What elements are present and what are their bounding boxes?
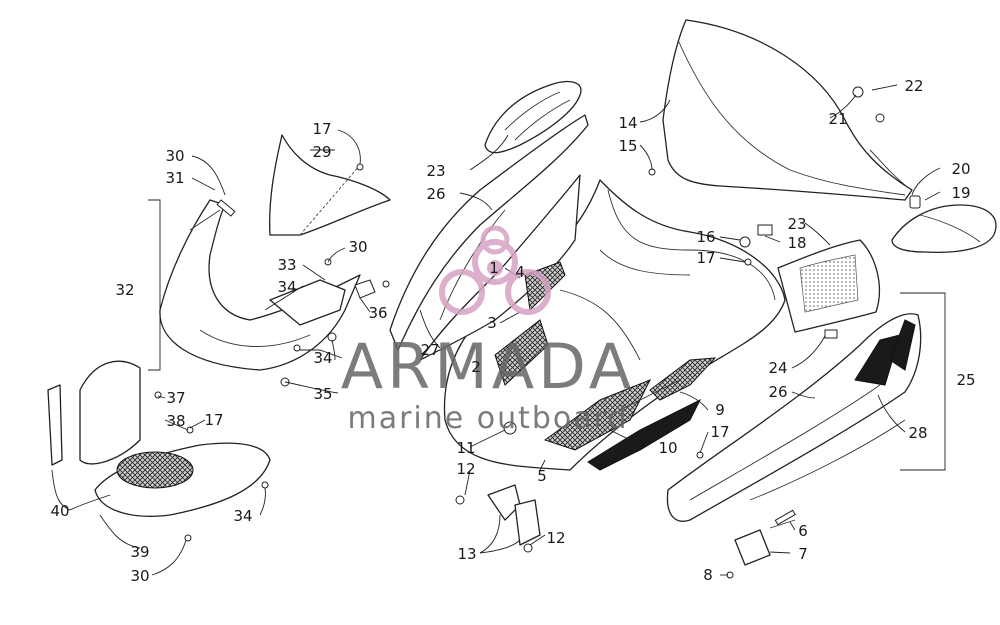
windshield-part: [662, 19, 913, 201]
callout-11: 11: [456, 439, 475, 457]
callout-4: 4: [515, 263, 525, 281]
callout-labels: 1 2 3 4 5 6 7 8 9 10 11 12 12 13 14 15 1…: [50, 77, 975, 585]
callout-16: 16: [696, 228, 715, 246]
callout-29: 29: [312, 143, 331, 161]
callout-37: 37: [166, 389, 185, 407]
callout-9: 9: [715, 401, 725, 419]
watermark: ARMADA marine outboard: [341, 225, 635, 436]
watermark-logo-icon: [439, 225, 551, 315]
callout-39: 39: [130, 543, 149, 561]
callout-21: 21: [828, 110, 847, 128]
hood-decal-part: [543, 357, 717, 471]
callout-26b: 26: [768, 383, 787, 401]
leader-lines: [51, 84, 946, 576]
callout-12a: 12: [456, 460, 475, 478]
callout-7: 7: [798, 545, 808, 563]
hardware-fasteners: [154, 86, 885, 542]
callout-20: 20: [951, 160, 970, 178]
callout-30a: 30: [165, 147, 184, 165]
callout-17b: 17: [204, 411, 223, 429]
callout-22: 22: [904, 77, 923, 95]
callout-5: 5: [537, 467, 547, 485]
callout-17a: 17: [312, 120, 331, 138]
headlight-lens-right-part: [777, 239, 880, 333]
callout-25: 25: [956, 371, 975, 389]
upper-lens-left-part: [484, 81, 582, 154]
callout-34b: 34: [313, 349, 332, 367]
callout-6: 6: [798, 522, 808, 540]
callout-10: 10: [658, 439, 677, 457]
side-deflector-part: [891, 195, 997, 254]
callout-34a: 34: [277, 278, 296, 296]
callout-17d: 17: [710, 423, 729, 441]
callout-13: 13: [457, 545, 476, 563]
callout-28: 28: [908, 424, 927, 442]
callout-1: 1: [489, 259, 499, 277]
callout-31: 31: [165, 169, 184, 187]
callout-12b: 12: [546, 529, 565, 547]
callout-14: 14: [618, 114, 637, 132]
callout-24: 24: [768, 359, 787, 377]
watermark-brand: ARMADA: [341, 330, 635, 403]
watermark-tagline: marine outboard: [347, 401, 628, 436]
nose-bracket-part: [269, 279, 376, 326]
callout-2: 2: [471, 358, 481, 376]
callout-40: 40: [50, 502, 69, 520]
callout-8: 8: [703, 566, 713, 584]
callout-26a: 26: [426, 185, 445, 203]
callout-34c: 34: [233, 507, 252, 525]
callout-23a: 23: [426, 162, 445, 180]
callout-23b: 23: [787, 215, 806, 233]
right-side-panel-part: [666, 313, 922, 522]
bumper-bracket-part: [726, 519, 796, 579]
nose-cover-part: [269, 134, 391, 236]
callout-19: 19: [951, 184, 970, 202]
callout-35: 35: [313, 385, 332, 403]
callout-15: 15: [618, 137, 637, 155]
callout-36: 36: [368, 304, 387, 322]
callout-30b: 30: [348, 238, 367, 256]
callout-18: 18: [787, 234, 806, 252]
callout-17c: 17: [696, 249, 715, 267]
callout-30c: 30: [130, 567, 149, 585]
callout-33: 33: [277, 256, 296, 274]
callout-27: 27: [420, 341, 439, 359]
callout-38: 38: [166, 412, 185, 430]
callout-32: 32: [115, 281, 134, 299]
hood-brackets-part: [455, 484, 541, 553]
callout-3: 3: [487, 314, 497, 332]
lower-bumper-part: [47, 360, 271, 517]
